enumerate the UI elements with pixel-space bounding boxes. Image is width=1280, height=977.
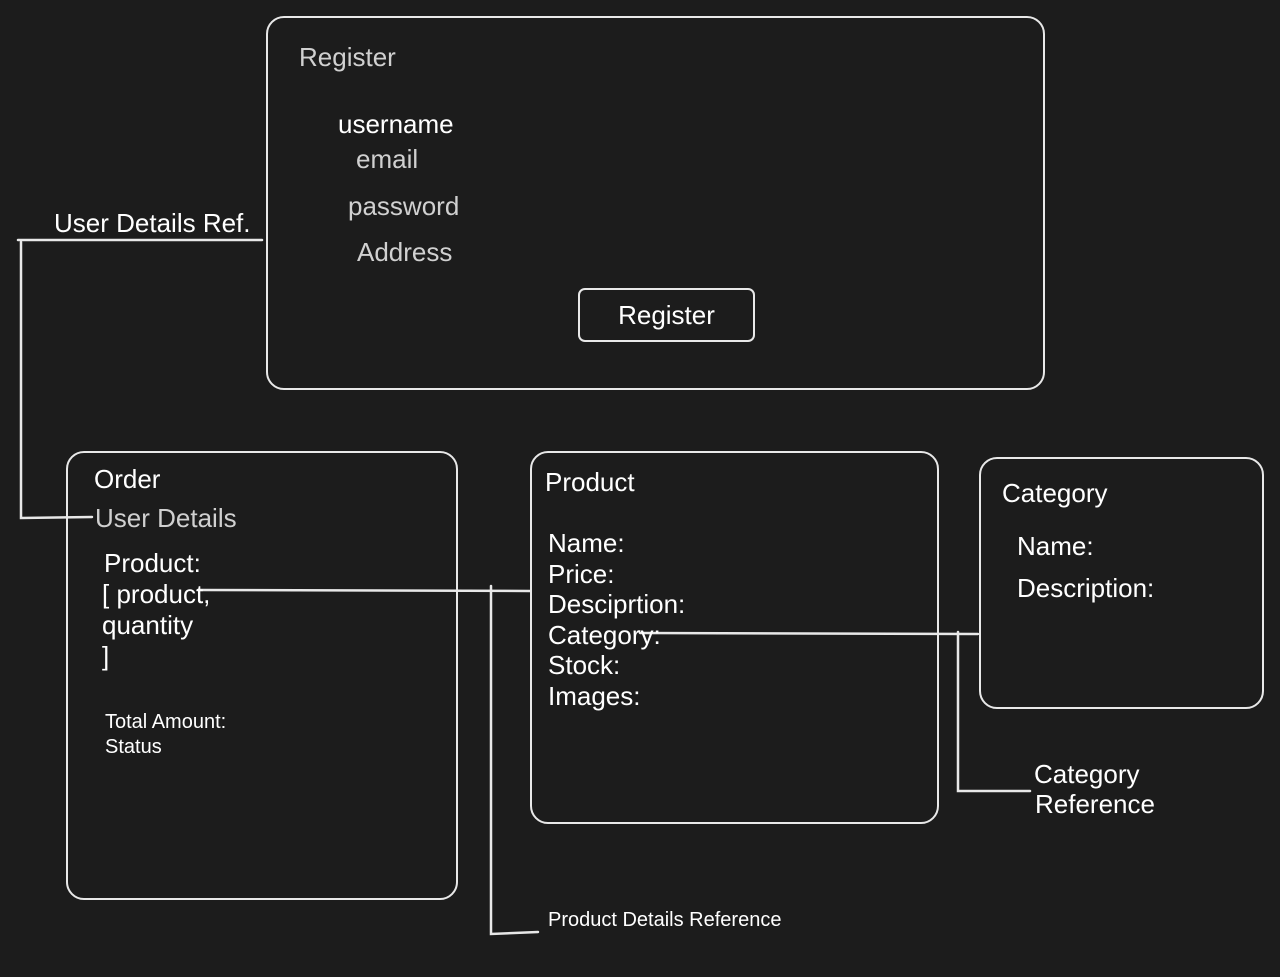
category-ref-label-line2: Reference: [1035, 789, 1155, 819]
register-box: Register username email password Address…: [266, 16, 1045, 390]
product-field-price: Price:: [548, 559, 615, 589]
product-field-category: Category:: [548, 620, 661, 650]
order-total-amount: Total Amount:: [105, 711, 227, 733]
category-field-name: Name:: [1017, 531, 1094, 561]
order-product-line: quantity: [102, 610, 194, 640]
product-details-ref-label: Product Details Reference: [548, 909, 782, 931]
email-field: email: [356, 144, 419, 174]
user-details-ref-label: User Details Ref.: [54, 208, 251, 238]
category-title: Category: [1002, 478, 1108, 508]
product-field-description: Desciprtion:: [548, 589, 686, 619]
product-title: Product: [545, 467, 635, 497]
order-box: Order User Details Product: [ product, q…: [66, 451, 458, 900]
order-product-line: [ product,: [102, 579, 211, 609]
user-ref-connector-vertical: [19, 240, 94, 520]
category-field-description: Description:: [1017, 573, 1155, 603]
product-ref-connector-vertical: [489, 584, 540, 936]
username-field: username: [338, 109, 454, 139]
product-field-name: Name:: [548, 528, 625, 558]
address-field: Address: [357, 237, 453, 267]
register-button[interactable]: Register: [578, 288, 755, 342]
product-box: Product Name: Price: Desciprtion: Catego…: [530, 451, 939, 824]
category-ref-connector-vertical: [956, 630, 1032, 793]
order-product-line: Product:: [104, 548, 201, 578]
order-status: Status: [105, 736, 162, 758]
order-user-details: User Details: [95, 503, 237, 533]
order-title: Order: [94, 464, 161, 494]
category-box: Category Name: Description:: [979, 457, 1264, 709]
product-ref-connector: [196, 588, 532, 593]
category-ref-connector: [638, 631, 980, 636]
product-field-images: Images:: [548, 681, 641, 711]
password-field: password: [348, 191, 460, 221]
register-title: Register: [299, 42, 396, 72]
order-product-line: ]: [102, 641, 110, 671]
product-field-stock: Stock:: [548, 650, 621, 680]
category-ref-label-line1: Category: [1034, 759, 1140, 789]
